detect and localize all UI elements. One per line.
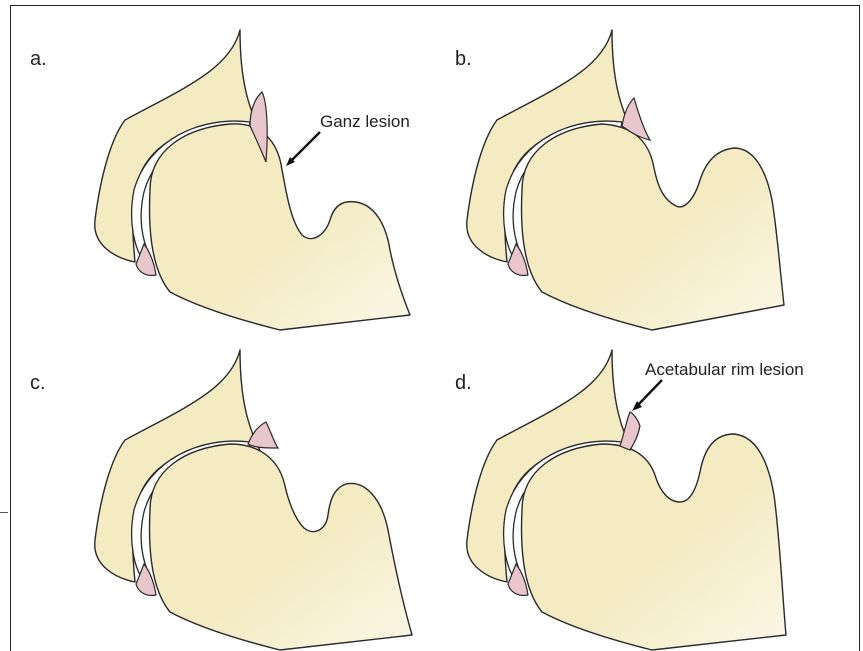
panel-d-annotation: Acetabular rim lesion [645, 360, 804, 380]
panel-c-label: c. [30, 372, 46, 395]
panel-a-annotation: Ganz lesion [320, 112, 410, 132]
panel-c-labrum-superior [248, 422, 278, 448]
panel-a-femur [150, 124, 410, 330]
panel-c-hip-drawing [90, 350, 420, 650]
panel-c-femur [150, 444, 412, 650]
panel-d-arrow [637, 380, 662, 406]
panel-d-femur [522, 434, 786, 650]
panel-b-hip-drawing [462, 30, 792, 330]
panel-a-hip-drawing [90, 30, 420, 330]
panel-a-arrow [290, 132, 320, 162]
panel-d-hip-drawing [462, 350, 792, 650]
margin-tick [0, 512, 8, 513]
panel-a-label: a. [30, 48, 47, 71]
panel-b-femur [522, 124, 784, 330]
